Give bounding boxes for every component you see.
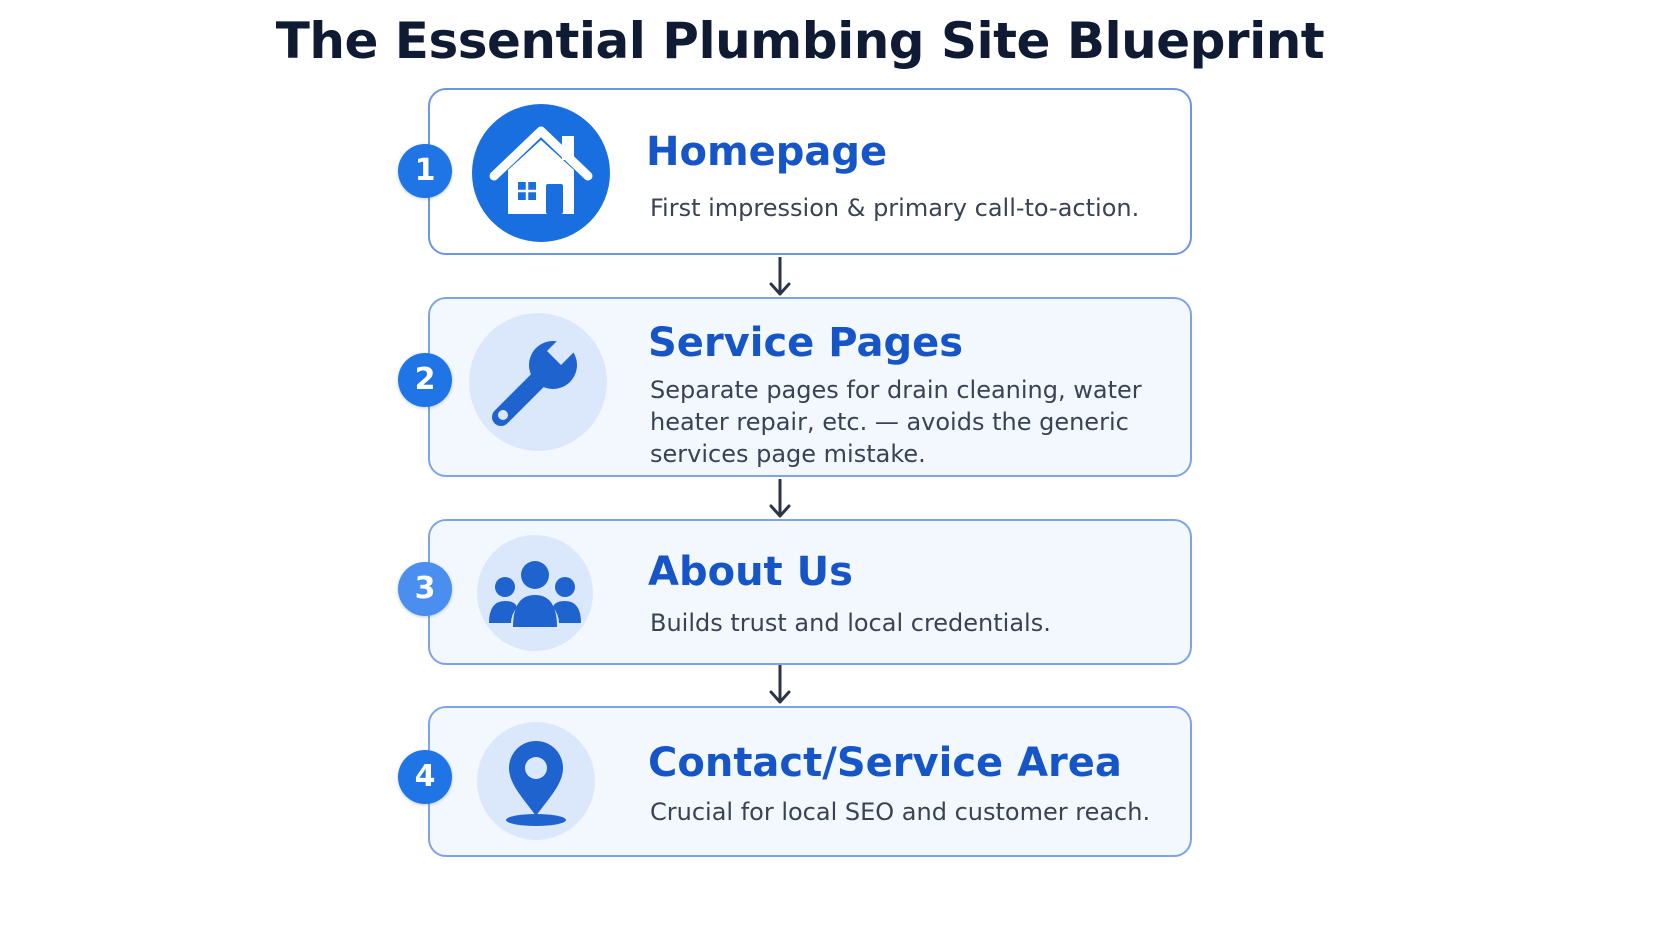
step-card-contact-service-area: Contact/Service Area Crucial for local S… <box>428 706 1192 857</box>
people-icon <box>477 535 593 651</box>
step-card-service-pages: Service Pages Separate pages for drain c… <box>428 297 1192 477</box>
house-icon <box>472 104 610 242</box>
step-card-about-us: About Us Builds trust and local credenti… <box>428 519 1192 665</box>
step-number-badge: 2 <box>398 353 452 407</box>
down-arrow-icon <box>769 257 791 296</box>
step-number-badge: 4 <box>398 750 452 804</box>
step-description: First impression & primary call-to-actio… <box>650 194 1140 222</box>
step-description: Builds trust and local credentials. <box>650 609 1051 637</box>
location-pin-icon <box>477 722 595 840</box>
wrench-icon <box>469 313 607 451</box>
step-card-homepage: Homepage First impression & primary call… <box>428 88 1192 255</box>
page-title: The Essential Plumbing Site Blueprint <box>275 12 1325 70</box>
step-number-badge: 1 <box>398 144 452 198</box>
down-arrow-icon <box>769 479 791 518</box>
step-description: Separate pages for drain cleaning, water… <box>650 376 1142 468</box>
step-title: About Us <box>648 549 853 595</box>
step-number-badge: 3 <box>398 562 452 616</box>
step-title: Service Pages <box>648 320 964 366</box>
step-title: Contact/Service Area <box>648 740 1122 786</box>
step-description: Crucial for local SEO and customer reach… <box>650 798 1151 826</box>
down-arrow-icon <box>769 665 791 704</box>
step-title: Homepage <box>646 129 888 175</box>
